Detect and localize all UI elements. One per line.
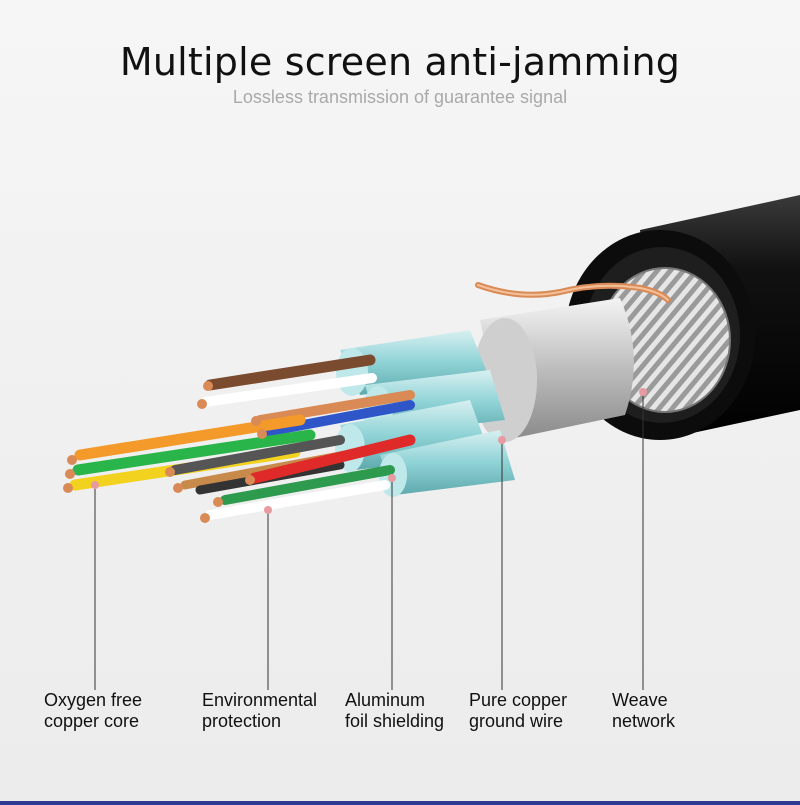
callout-line: network [612,711,676,731]
callout-line: Oxygen free [44,690,143,710]
callout-line: protection [202,711,282,731]
callout-weave-network: Weave network [612,690,675,732]
callout-line: Weave [612,690,668,710]
callout-environmental-protection: Environmental protection [202,690,317,732]
callout-line: Environmental [202,690,318,710]
callout-line: Pure copper [469,690,568,710]
copper-tips [63,381,267,523]
callout-pure-copper-ground-wire: Pure copper ground wire [469,690,567,732]
callout-line: Aluminum [345,690,426,710]
callout-line: copper core [44,711,140,731]
leader-dots [91,388,647,514]
leader-lines [94,392,644,690]
callout-line: foil shielding [345,711,445,731]
callout-aluminum-foil-shielding: Aluminum foil shielding [345,690,444,732]
accent-bar [0,801,800,805]
callout-oxygen-free-copper-core: Oxygen free copper core [44,690,142,732]
page-subtitle: Lossless transmission of guarantee signa… [232,87,568,107]
colored-conductors [69,354,416,520]
callout-line: ground wire [469,711,564,731]
page-title: Multiple screen anti-jamming [119,40,681,84]
